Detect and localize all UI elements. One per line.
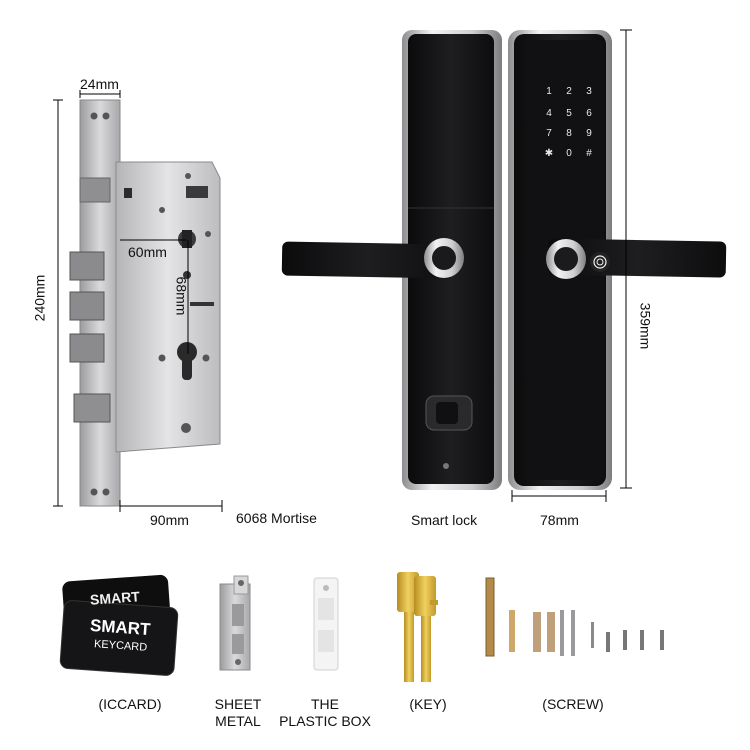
screws xyxy=(485,577,664,657)
keys xyxy=(397,572,438,682)
label-line: (ICCARD) xyxy=(98,696,162,712)
keypad-key: 3 xyxy=(586,86,592,97)
mortise-lock xyxy=(53,90,223,512)
keypad-key: 2 xyxy=(566,86,572,97)
smart-lock-back xyxy=(281,30,502,490)
keypad-key: 5 xyxy=(566,108,572,119)
keypad-key: 7 xyxy=(546,128,552,139)
keypad-key: 6 xyxy=(586,108,592,119)
keypad-key: 9 xyxy=(586,128,592,139)
label-line: SHEET xyxy=(214,696,262,712)
keypad-key: ✱ xyxy=(544,148,554,159)
label-plastic-box: THE PLASTIC BOX xyxy=(270,696,380,730)
dim-backset: 60mm xyxy=(128,244,167,260)
keypad-key: 4 xyxy=(546,108,552,119)
dim-mortise-height: 240mm xyxy=(31,274,48,322)
label-line: (KEY) xyxy=(409,696,447,712)
label-sheet-metal: SHEET METAL xyxy=(198,696,278,730)
keypad-key: 8 xyxy=(566,128,572,139)
keypad-key: # xyxy=(586,148,592,159)
label-line: THE xyxy=(311,696,339,712)
label-iccard: (ICCARD) xyxy=(90,696,170,713)
plastic-box xyxy=(313,577,339,671)
caption-smart-lock: Smart lock xyxy=(411,512,478,528)
label-line: (SCREW) xyxy=(542,696,604,712)
caption-mortise: 6068 Mortise xyxy=(236,510,317,526)
dim-lock-width: 78mm xyxy=(540,512,579,528)
label-line: METAL xyxy=(215,713,261,729)
keypad-key: 0 xyxy=(566,148,572,159)
sheet-metal-strike xyxy=(219,575,251,671)
keycard-title: SMART xyxy=(89,615,152,640)
label-line: PLASTIC BOX xyxy=(279,713,371,729)
label-key: (KEY) xyxy=(388,696,468,713)
dim-lock-height: 359mm xyxy=(637,302,654,350)
smart-lock-front xyxy=(508,30,727,490)
keypad-key: 1 xyxy=(546,86,552,97)
dim-cylinder-spacing: 68mm xyxy=(173,276,190,316)
label-screw: (SCREW) xyxy=(528,696,618,713)
dim-mortise-depth: 90mm xyxy=(150,512,189,528)
ic-cards xyxy=(59,574,179,676)
dim-mortise-width: 24mm xyxy=(80,76,119,92)
